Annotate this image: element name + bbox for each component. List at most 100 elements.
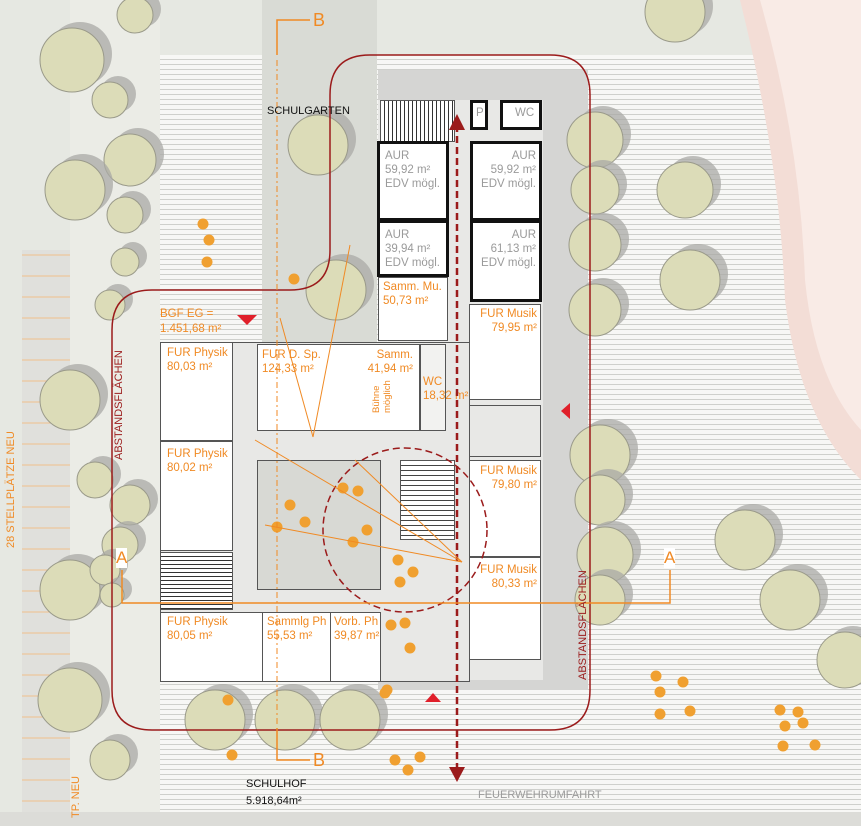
marker-dot xyxy=(226,749,238,761)
room-area: 59,92 m² xyxy=(490,164,536,176)
room-area: 124,33 m² xyxy=(262,363,314,375)
marker-dot xyxy=(284,499,296,511)
room-area: 80,05 m² xyxy=(167,630,213,642)
room-samm-mu: Samm. Mu. 50,73 m² xyxy=(378,277,448,341)
bgf-title: BGF EG = xyxy=(160,308,214,320)
room-fur-musik-1: FUR Musik 79,95 m² xyxy=(469,304,541,400)
room-area: 79,80 m² xyxy=(491,479,537,491)
marker-dot xyxy=(379,687,391,699)
tree-icon xyxy=(116,0,154,34)
tree-icon xyxy=(94,289,126,321)
room-note: EDV mögl. xyxy=(481,178,536,190)
tree-icon xyxy=(110,247,140,277)
bgf-label: BGF EG = 1.451,68 m² xyxy=(160,307,221,337)
section-a-left: A xyxy=(116,548,128,568)
arrow-down-icon xyxy=(449,767,465,782)
tree-icon xyxy=(319,689,381,751)
section-lines xyxy=(121,19,671,761)
section-b-top: B xyxy=(313,10,326,30)
marker-dot xyxy=(654,708,666,720)
room-aur-4: AUR 61,13 m² EDV mögl. xyxy=(470,220,542,302)
room-area: 50,73 m² xyxy=(383,295,429,307)
marker-dot xyxy=(407,566,419,578)
room-sammlg-ph: Sammlg Ph 55,53 m² xyxy=(262,612,331,682)
marker-dot xyxy=(197,218,209,230)
marker-dot xyxy=(394,576,406,588)
room-fur-musik-2: FUR Musik 79,80 m² xyxy=(469,460,541,557)
bottom-band xyxy=(0,812,861,826)
room-name: AUR xyxy=(511,150,536,162)
schulgarten-label: SCHULGARTEN xyxy=(267,105,350,117)
room-name: FUR Musik xyxy=(480,308,537,320)
tree-icon xyxy=(287,114,349,176)
tree-icon xyxy=(759,569,821,631)
room-area: 80,02 m² xyxy=(167,462,213,474)
marker-dot xyxy=(389,754,401,766)
room-name: AUR xyxy=(385,229,410,241)
abstandsflaechen-boundary xyxy=(111,54,591,731)
abstandsflaechen-left: ABSTANDSFLÄCHEN xyxy=(113,350,125,460)
entrance-marker-icon xyxy=(425,693,441,702)
orange-markers xyxy=(197,218,821,776)
marker-dot xyxy=(288,273,300,285)
room-area: 80,33 m² xyxy=(491,578,537,590)
room-name: Samm. Mu. xyxy=(383,281,442,293)
room-name: FUR Physik xyxy=(167,616,228,628)
tree-icon xyxy=(39,27,105,93)
marker-dot xyxy=(399,617,411,629)
tree-icon xyxy=(91,81,129,119)
marker-dot xyxy=(777,740,789,752)
schulhof-label: SCHULHOF xyxy=(246,778,307,790)
marker-dot xyxy=(797,717,809,729)
marker-dot xyxy=(650,670,662,682)
section-b-bottom: B xyxy=(313,750,326,770)
marker-dot xyxy=(779,720,791,732)
stair-central xyxy=(400,460,455,540)
room-name: FUR Musik xyxy=(480,465,537,477)
room-area: 79,95 m² xyxy=(491,322,537,334)
marker-dot xyxy=(792,706,804,718)
tree-icon xyxy=(106,196,144,234)
marker-dot xyxy=(677,676,689,688)
room-fur-d-sp: FUR D. Sp.124,33 m² Samm.41,94 m² Bühne … xyxy=(257,344,420,431)
room-name: WC xyxy=(423,376,443,388)
room-vorb-ph: Vorb. Ph 39,87 m² xyxy=(330,612,381,682)
tree-icon xyxy=(568,218,622,272)
fire-road-inner xyxy=(760,0,861,430)
tree-icon xyxy=(714,509,776,571)
tree-icon xyxy=(89,739,131,781)
room-aur-2: AUR 59,92 m² EDV mögl. xyxy=(470,141,542,221)
feuerwehrumfahrt-label: FEUERWEHRUMFAHRT xyxy=(478,789,602,801)
marker-dot xyxy=(203,234,215,246)
room-area: 59,92 m² xyxy=(385,164,431,176)
sightlines xyxy=(254,244,463,563)
room-name: AUR xyxy=(385,150,410,162)
room-name: Sammlg Ph xyxy=(267,616,327,628)
room-name: AUR xyxy=(511,229,536,241)
room-name: Vorb. Ph xyxy=(334,616,379,628)
room-area: 41,94 m² xyxy=(367,363,413,375)
stellplaetze-label: 28 STELLPLÄTZE NEU xyxy=(5,431,17,548)
room-area: 61,13 m² xyxy=(490,243,536,255)
room-area: 80,03 m² xyxy=(167,361,213,373)
tree-icon xyxy=(44,159,106,221)
room-note: EDV mögl. xyxy=(481,257,536,269)
room-area: 55,53 m² xyxy=(267,630,313,642)
room-note: EDV mögl. xyxy=(385,257,440,269)
marker-dot xyxy=(684,705,696,717)
marker-dot xyxy=(352,485,364,497)
tree-icon xyxy=(103,133,157,187)
marker-dot xyxy=(654,686,666,698)
room-area: 39,87 m² xyxy=(334,630,380,642)
stair-east xyxy=(469,405,541,457)
tree-icon xyxy=(570,165,620,215)
marker-dot xyxy=(809,739,821,751)
marker-dot xyxy=(222,694,234,706)
room-fur-physik-3: FUR Physik 80,05 m² xyxy=(160,612,263,682)
tree-icon xyxy=(568,283,622,337)
bgf-value: 1.451,68 m² xyxy=(160,323,222,335)
room-wc-north: WC xyxy=(500,100,542,130)
